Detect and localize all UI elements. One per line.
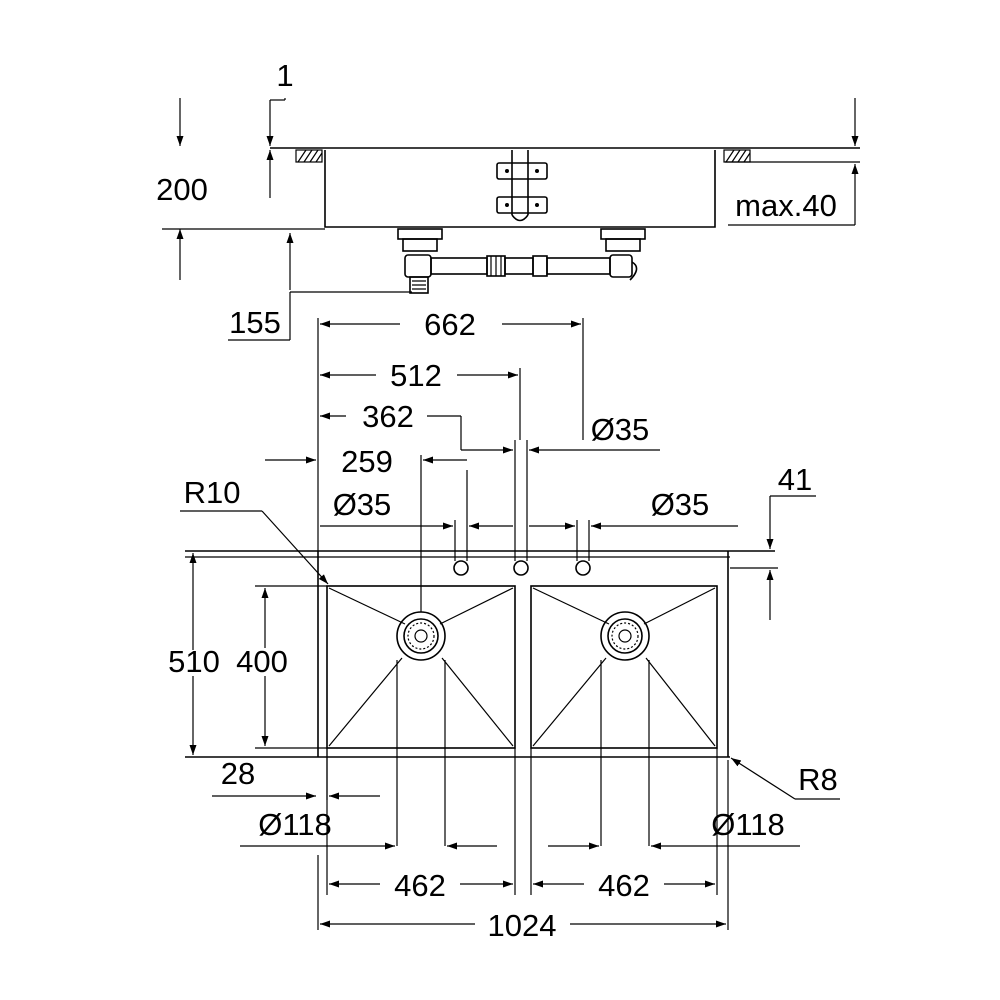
dia118-left-label: Ø118 (258, 807, 332, 842)
tap-hole-icon (453, 560, 591, 576)
top-view: 662 512 362 Ø35 259 R10 Ø35 Ø35 4 (168, 307, 840, 943)
waste-pipe (397, 228, 646, 294)
dia118-right-label: Ø118 (711, 807, 785, 842)
dia35-top-label: Ø35 (591, 412, 650, 447)
dim-41-label: 41 (778, 462, 812, 497)
right-bowl (530, 585, 718, 749)
dia35-left-label: Ø35 (333, 487, 392, 522)
dim-462-right-label: 462 (598, 868, 650, 903)
dim-28-label: 28 (221, 756, 255, 791)
drain-icon (396, 611, 446, 661)
dim-512-label: 512 (390, 358, 442, 393)
dim-max40-label: max.40 (735, 188, 837, 223)
dim-362-label: 362 (362, 399, 414, 434)
left-bowl (326, 585, 516, 749)
dim-155-label: 155 (229, 305, 281, 340)
dim-200-label: 200 (156, 172, 208, 207)
dim-1-label: 1 (276, 58, 293, 93)
dim-400-label: 400 (236, 644, 288, 679)
hatch-icon (295, 149, 751, 163)
dim-1024-label: 1024 (488, 908, 557, 943)
dim-662-label: 662 (424, 307, 476, 342)
drain-icon (600, 611, 650, 661)
r8-label: R8 (798, 762, 838, 797)
side-view: 1 200 max.40 155 (156, 58, 860, 341)
dim-462-left-label: 462 (394, 868, 446, 903)
r10-label: R10 (184, 475, 241, 510)
dim-259-label: 259 (341, 444, 393, 479)
dim-510-label: 510 (168, 644, 220, 679)
dia35-right-label: Ø35 (651, 487, 710, 522)
